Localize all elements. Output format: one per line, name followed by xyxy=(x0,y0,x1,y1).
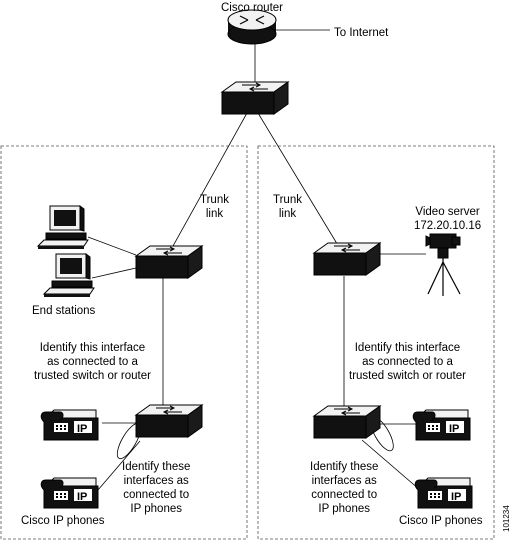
right-dashed-group xyxy=(257,145,495,540)
phone-ip-label: IP xyxy=(77,423,87,435)
left-ip-phone-1-icon xyxy=(40,409,99,441)
end-station-2-icon xyxy=(43,253,95,298)
pc2-switch-line xyxy=(91,267,137,279)
right-phone2-line xyxy=(361,439,421,491)
pc1-switch-line xyxy=(87,236,137,256)
left-access-switch-icon xyxy=(135,404,203,438)
end-stations-label: End stations xyxy=(32,305,96,317)
core-switch-icon xyxy=(221,81,289,115)
router-label: Cisco router xyxy=(221,2,283,14)
phone-ip-label: IP xyxy=(77,491,87,503)
ip-phones-left-label: Cisco IP phones xyxy=(21,515,105,527)
internet-label: To Internet xyxy=(334,27,389,39)
phone-ip-label: IP xyxy=(451,491,461,503)
right-access-switch-icon xyxy=(313,405,381,439)
left-distribution-switch-icon xyxy=(135,245,203,279)
left-ip-phone-2-icon xyxy=(40,477,99,509)
figure-id: 101234 xyxy=(502,505,511,532)
left-dashed-group xyxy=(0,145,248,540)
ip-phones-right-label: Cisco IP phones xyxy=(399,515,483,527)
left-phone2-line xyxy=(97,440,141,491)
trunk-left-line xyxy=(162,112,248,265)
right-ip-phone-1-icon xyxy=(412,409,471,441)
video-camera-icon xyxy=(425,233,461,296)
phone-ip-label: IP xyxy=(449,423,459,435)
right-distribution-switch-icon xyxy=(313,242,381,276)
trunk-right-line xyxy=(257,112,343,253)
right-ip-phone-2-icon xyxy=(414,477,473,509)
cisco-router-icon xyxy=(227,9,277,45)
end-station-1-icon xyxy=(37,205,89,250)
